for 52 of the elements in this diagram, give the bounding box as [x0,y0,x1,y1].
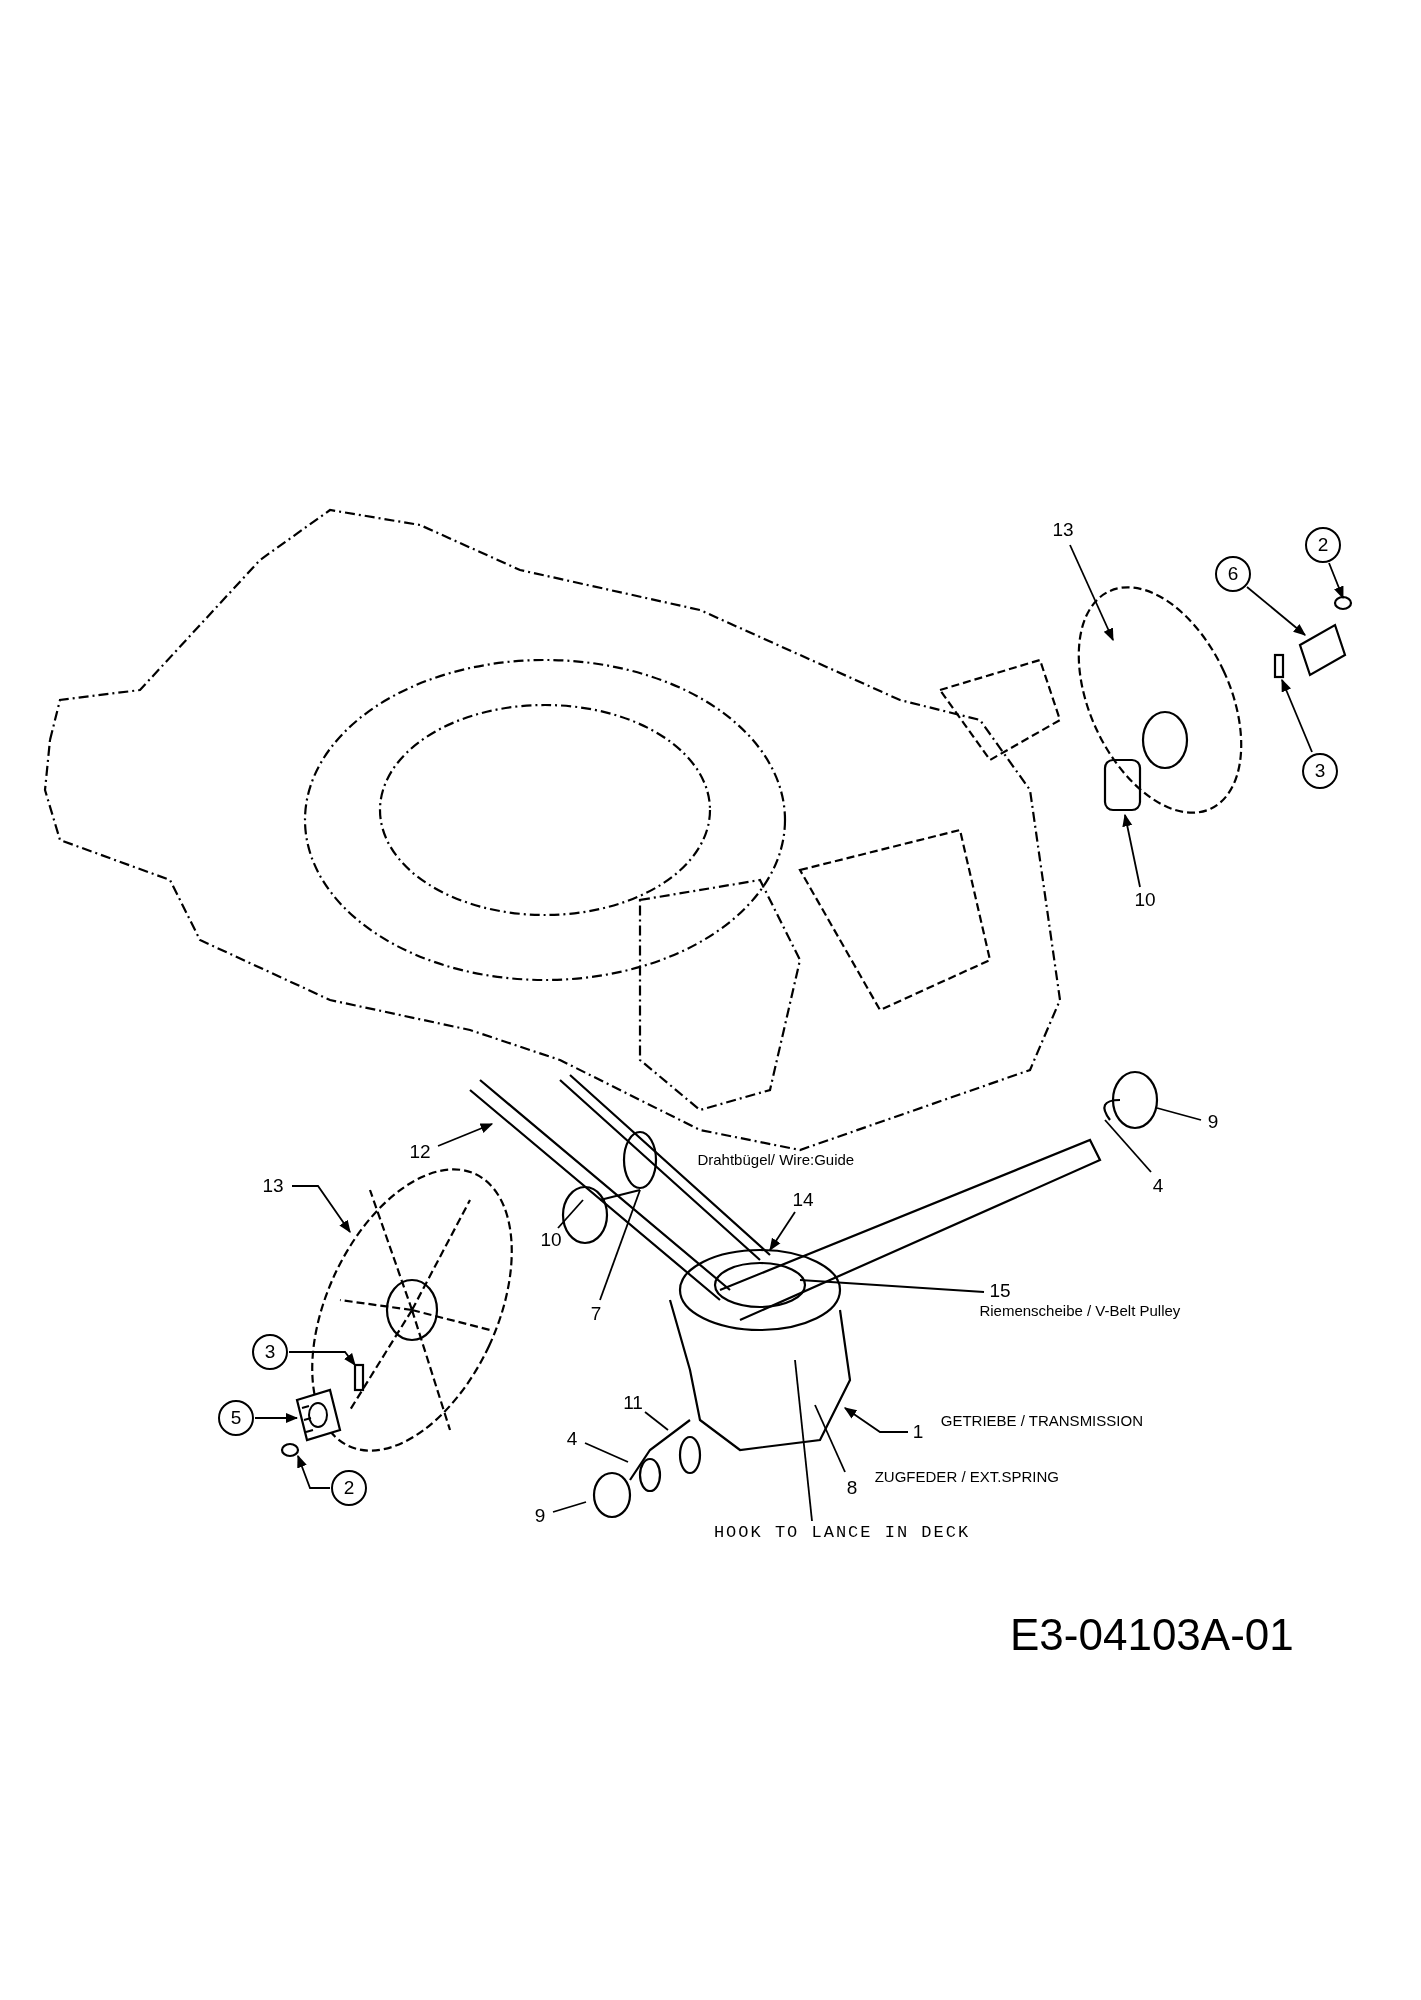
callout-number: 4 [1152,1175,1164,1197]
screw-drawing [280,1442,300,1458]
leader-line [814,1404,846,1473]
callout-number: 7 [590,1303,602,1325]
part-name-label: ZUGFEDER / EXT.SPRING [874,1468,1059,1485]
callout-number: 9 [534,1505,546,1527]
drawing-number: E3-04103A-01 [1010,1610,1294,1660]
leader-line [557,1199,584,1229]
callout-number: 9 [1207,1111,1219,1133]
callout-number: 8 [846,1477,858,1499]
note-label: HOOK TO LANCE IN DECK [713,1522,971,1542]
part-name-label: Drahtbügel/ Wire:Guide [697,1151,855,1168]
callout-number: 3 [1302,753,1338,789]
leader-line [1328,562,1344,600]
part-name-label: Riemenscheibe / V-Belt Pulley [979,1302,1181,1319]
leader-line [288,1351,356,1366]
leader-line [1246,586,1306,636]
leader-line [644,1411,669,1431]
leader-line [794,1359,813,1522]
callout-number: 15 [989,1280,1011,1302]
callout-number: 13 [1052,519,1074,541]
part-name-label: GETRIEBE / TRANSMISSION [940,1412,1143,1429]
callout-number: 14 [792,1189,814,1211]
leader-line [799,1279,985,1293]
leader-line [291,1185,351,1234]
leader-line [584,1442,629,1463]
gear-drawing [295,1388,342,1442]
callout-number: 11 [623,1392,643,1414]
leader-line [1104,1119,1152,1173]
leader-line [769,1211,796,1252]
leader-line [1122,813,1141,888]
callout-number: 12 [409,1141,431,1163]
leader-line [1069,544,1114,642]
leader-line [843,1407,909,1433]
leader-line [599,1189,641,1301]
callout-number: 3 [252,1334,288,1370]
callout-number: 2 [1305,527,1341,563]
callout-number: 6 [1215,556,1251,592]
leader-line [437,1123,494,1147]
leader-line [254,1412,299,1424]
leader-line [297,1454,331,1489]
callout-number: 1 [912,1421,924,1443]
callout-number: 5 [218,1400,254,1436]
leader-line [552,1501,587,1513]
callout-number: 13 [262,1175,284,1197]
leader-line [1156,1107,1202,1121]
callout-number: 2 [331,1470,367,1506]
leader-line [1281,678,1313,753]
callout-number: 4 [566,1428,578,1450]
callout-number: 10 [540,1229,562,1251]
callout-number: 10 [1134,889,1156,911]
pin-drawing [353,1363,365,1392]
